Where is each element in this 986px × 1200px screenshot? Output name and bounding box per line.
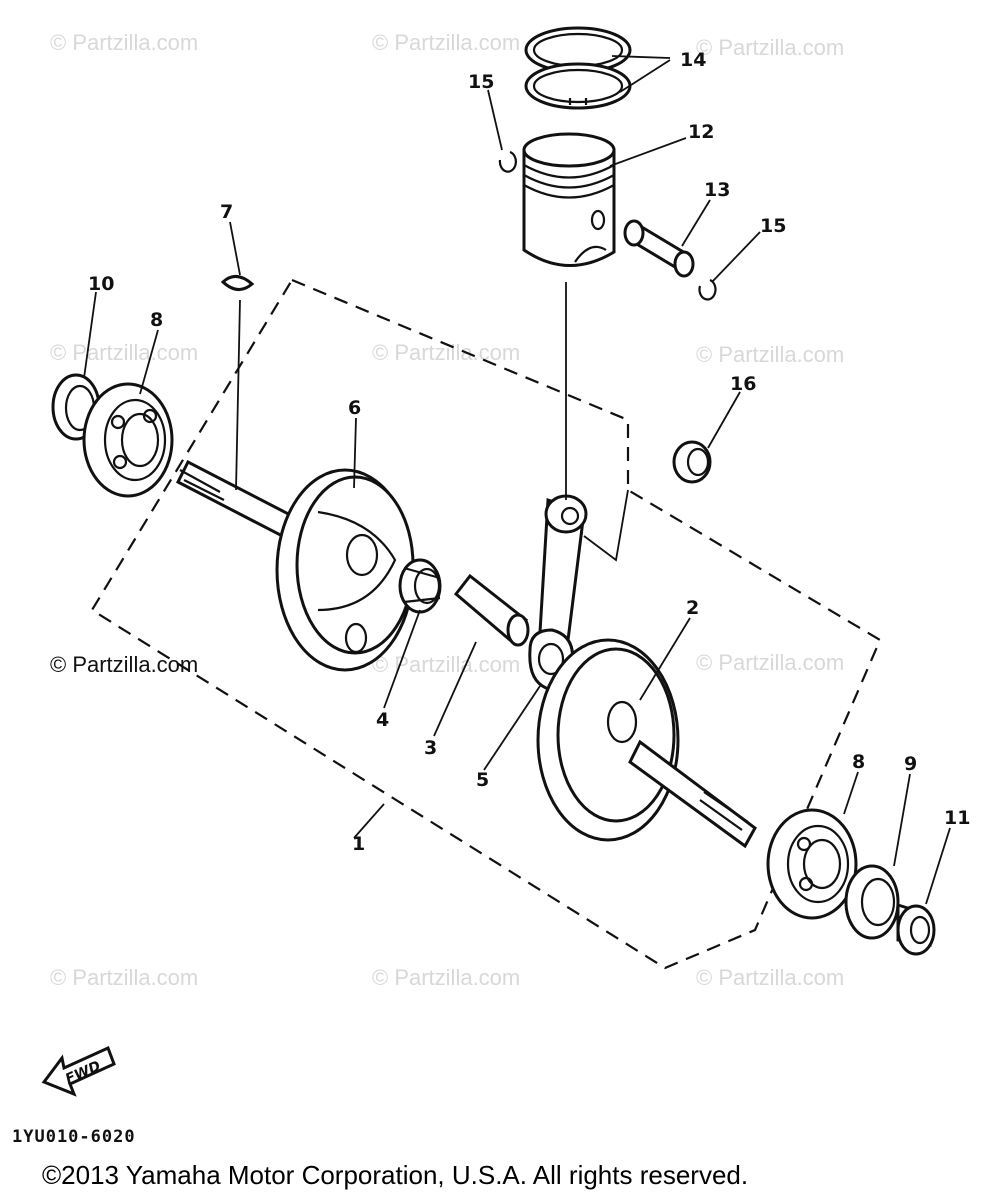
watermarks: © Partzilla.com © Partzilla.com © Partzi… [50,30,844,990]
collar [896,902,936,956]
diagram-code: 1YU010-6020 [12,1127,136,1147]
bearing-left [82,382,174,498]
callout-13: 13 [704,179,730,201]
crank-pin [453,573,530,647]
callout-2: 2 [686,597,699,619]
copyright-notice: ©2013 Yamaha Motor Corporation, U.S.A. A… [42,1160,748,1190]
circlip-right [698,278,717,301]
watermark: © Partzilla.com [372,652,520,677]
piston [522,132,616,267]
right-crank-half [536,638,757,849]
callout-1: 1 [352,833,365,855]
watermark: © Partzilla.com [50,340,198,365]
callout-11: 11 [944,807,970,829]
woodruff-key [220,275,255,291]
callout-4: 4 [376,709,389,731]
piston-rings [524,26,632,110]
needle-bearing [398,558,442,614]
callout-14: 14 [680,49,706,71]
circlip-left [498,150,517,173]
callout-5: 5 [476,769,489,791]
watermark: © Partzilla.com [696,965,844,990]
leader-lines [83,55,951,905]
watermark: © Partzilla.com [372,30,520,55]
callout-numbers: 14 15 12 13 15 7 10 8 6 16 2 4 3 5 1 8 9… [88,49,970,855]
watermark: © Partzilla.com [50,965,198,990]
left-crank-half [175,459,415,672]
watermark-main: © Partzilla.com [50,652,198,677]
watermark: © Partzilla.com [50,30,198,55]
watermark: © Partzilla.com [696,342,844,367]
watermark: © Partzilla.com [696,35,844,60]
callout-10: 10 [88,273,114,295]
small-end-bearing [672,440,712,484]
oil-seal-right [844,864,900,940]
watermark: © Partzilla.com [696,650,844,675]
callout-15-top: 15 [468,71,494,93]
callout-15-right: 15 [760,215,786,237]
fwd-arrow-icon: FWD [41,1045,116,1097]
callout-12: 12 [688,121,714,143]
callout-6: 6 [348,397,361,419]
watermark: © Partzilla.com [372,965,520,990]
callout-8-right: 8 [852,751,865,773]
callout-16: 16 [730,373,756,395]
crankshaft-assembly-outline [90,278,882,970]
callout-3: 3 [424,737,437,759]
callout-9: 9 [904,753,917,775]
piston-pin [623,219,695,278]
callout-7: 7 [220,201,233,223]
bearing-right [766,808,858,920]
callout-8-left: 8 [150,309,163,331]
